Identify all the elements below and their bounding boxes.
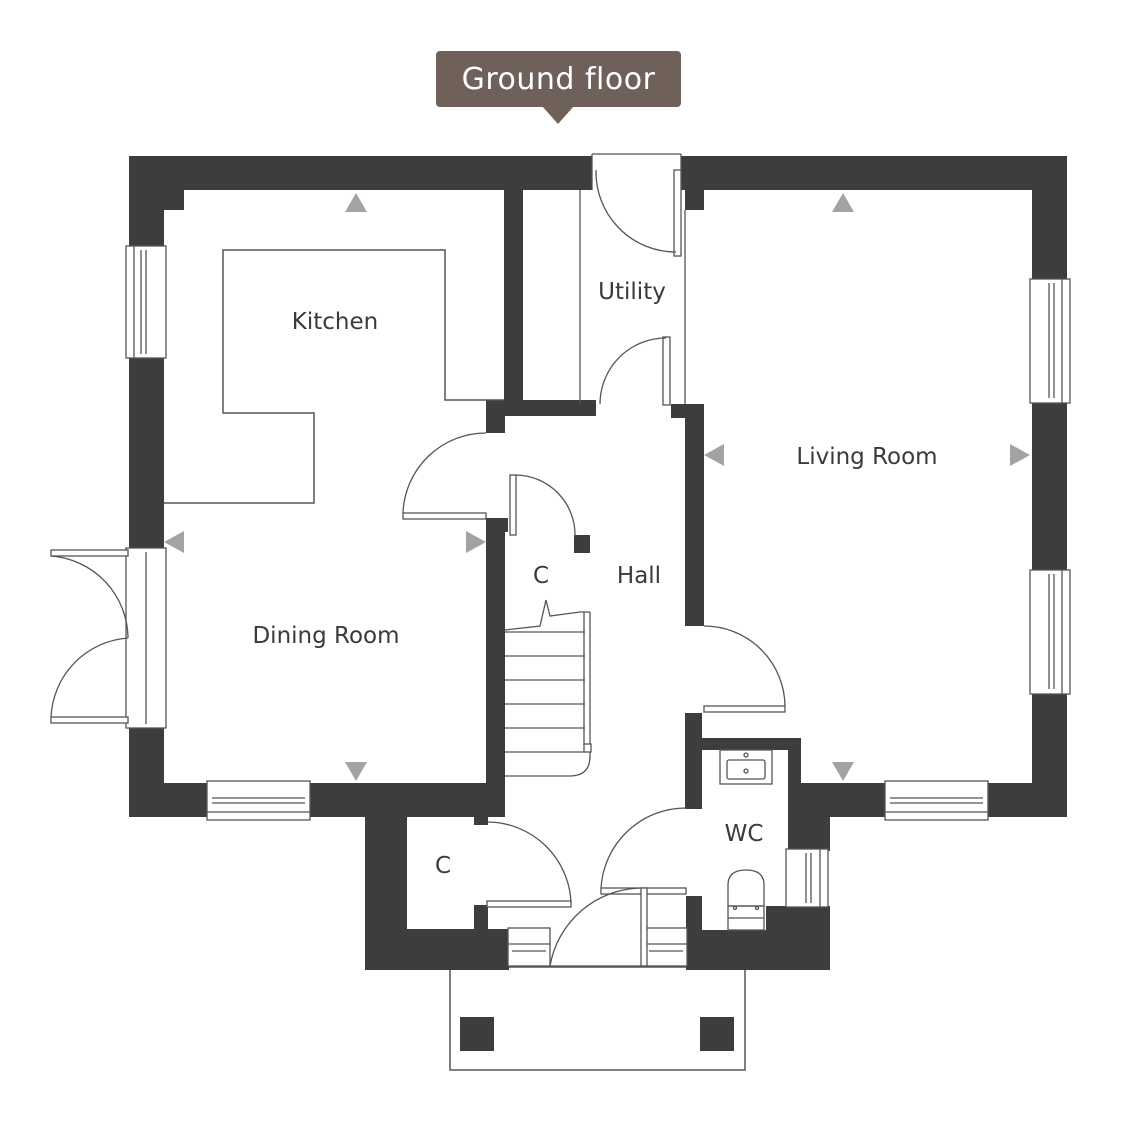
window-living-bottom (884, 780, 989, 821)
floor-title: Ground floor (461, 61, 656, 97)
arrow-living-left (704, 444, 724, 466)
porch-pillar-left (460, 1017, 494, 1051)
external-walls (129, 156, 1067, 970)
room-label-living-room: Living Room (796, 444, 937, 470)
internal-walls (474, 190, 801, 825)
dimension-arrows (164, 193, 1030, 781)
staircase (504, 599, 592, 777)
window-dining-bottom (206, 780, 311, 821)
room-label-cupboard-entrance: C (435, 853, 451, 879)
arrow-dining-bottom (345, 762, 367, 781)
room-label-utility: Utility (598, 279, 666, 305)
room-label-dining-room: Dining Room (252, 623, 399, 649)
wc-fixtures (719, 749, 773, 931)
window-entrance-left (507, 927, 551, 967)
arrow-kitchen-top (345, 193, 367, 212)
window-living-lower (1029, 569, 1071, 695)
room-label-kitchen: Kitchen (292, 309, 378, 335)
windows (125, 245, 1071, 967)
room-label-wc: WC (725, 821, 764, 847)
porch-canopy (449, 966, 746, 1071)
arrow-living-right (1010, 444, 1030, 466)
arrow-dining-left (164, 531, 184, 553)
toilet (727, 869, 765, 907)
arrow-dining-right (466, 531, 486, 553)
floor-title-badge: Ground floor (436, 51, 681, 107)
room-label-cupboard-stairs: C (533, 563, 549, 589)
arrow-living-bottom (832, 762, 854, 781)
french-doors (50, 547, 167, 729)
window-wc (785, 848, 829, 908)
badge-pointer (542, 106, 574, 124)
room-label-hall: Hall (617, 563, 661, 589)
kitchen-worktop (164, 249, 504, 504)
porch-pillar-right (700, 1017, 734, 1051)
window-entrance-right (644, 927, 688, 967)
window-living-upper (1029, 278, 1071, 404)
basin (719, 749, 773, 785)
arrow-living-top (832, 193, 854, 212)
doors (402, 153, 786, 967)
